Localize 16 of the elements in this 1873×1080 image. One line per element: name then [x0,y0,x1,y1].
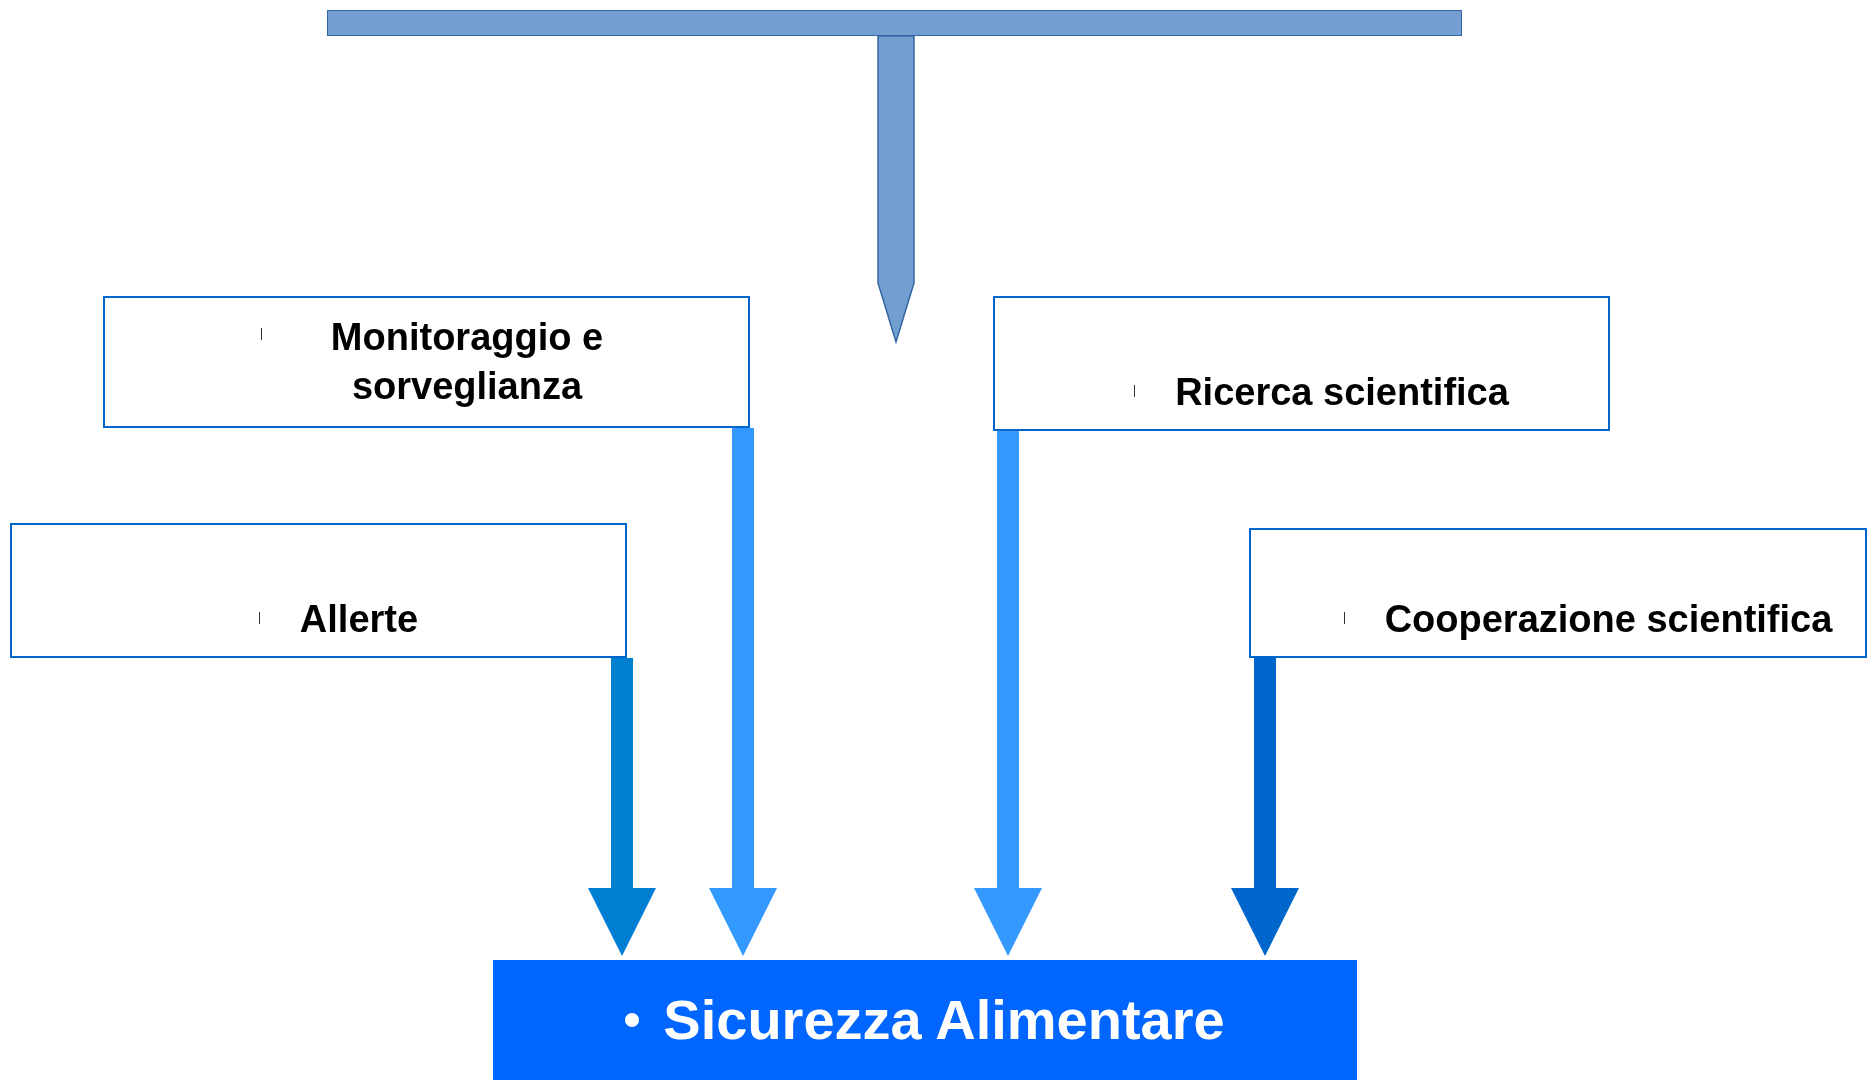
header-bar [327,10,1462,36]
process-box [1249,528,1867,658]
result-title: Sicurezza Alimentare [663,987,1225,1053]
box-label: Ricerca scientifica [1175,369,1509,415]
arrow [1231,658,1299,956]
arrow [588,658,656,956]
arrow [877,35,915,345]
arrow [974,431,1042,956]
box-label: Cooperazione scientifica [1384,596,1833,642]
arrow [709,428,777,956]
box-label: Allerte [299,596,419,642]
box-label: Monitoraggio e sorveglianza [329,314,605,409]
result-box [493,960,1357,1080]
process-box [993,296,1610,431]
process-box [10,523,627,658]
process-box [103,296,750,428]
